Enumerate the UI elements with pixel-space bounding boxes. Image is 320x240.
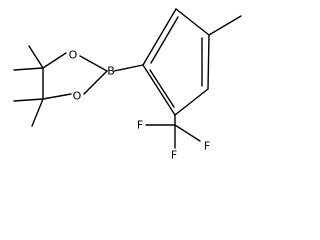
bond-B-aryl [113,64,144,72]
atom-boron: B [107,65,115,78]
bond-B-O-top [79,55,108,72]
atom-labels: B O O F F F [69,49,211,162]
bond-O-top-C [42,52,67,69]
ring-bond-2 [175,8,210,36]
molecule-drawing: B O O F F F [13,8,242,162]
atom-fluorine-right: F [204,140,210,153]
atom-fluorine-left: F [137,119,143,132]
ring-double-1 [150,16,179,64]
benzene-ring [142,8,210,116]
bond-methyl-1 [28,45,44,69]
atom-oxygen-top: O [69,49,78,62]
atom-fluorine-bottom: F [171,149,177,162]
ring-bond-5 [142,64,176,116]
bond-methyl-4 [31,98,44,127]
bond-C-F-right [174,124,201,142]
bond-B-O-bottom [83,70,108,95]
bond-O-bottom-C [42,93,72,100]
trifluoromethyl-group [145,114,201,149]
bond-methyl-3 [13,98,44,102]
dioxaborolane-ring [42,52,108,100]
atom-oxygen-bottom: O [73,90,82,103]
structure-diagram: B O O F F F [13,8,242,162]
ring-bond-1 [142,8,177,66]
bond-methyl-2 [13,67,44,71]
ring-bond-3 [207,34,210,90]
ring-double-3 [149,69,175,108]
pinacol-methyls [13,45,44,127]
ring-bond-4 [174,88,209,116]
bond-aryl-methyl [208,15,242,36]
